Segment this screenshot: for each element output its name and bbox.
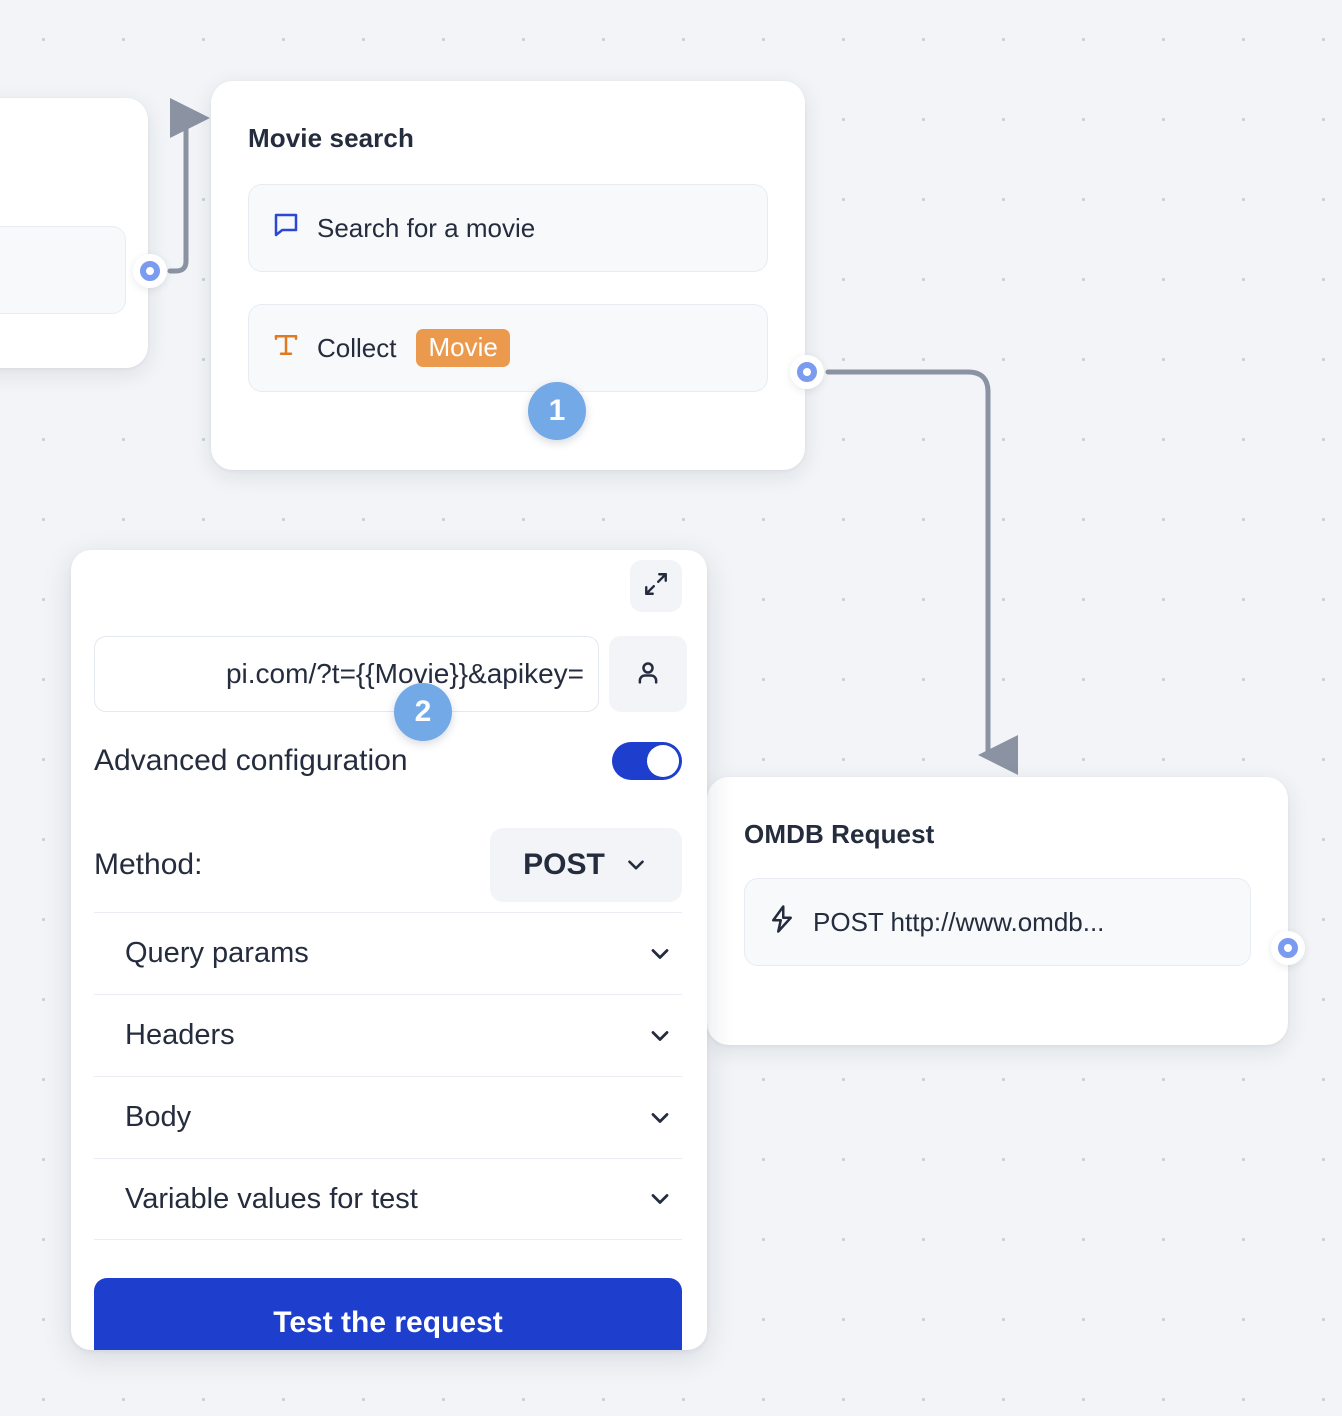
advanced-configuration-label: Advanced configuration <box>94 744 408 777</box>
node-item-label: POST http://www.omdb... <box>813 907 1105 937</box>
callout-badge-2: 2 <box>394 683 452 741</box>
chevron-down-icon[interactable] <box>646 1185 674 1213</box>
partial-node-card[interactable] <box>0 98 148 368</box>
node-item-label: Collect <box>317 333 397 363</box>
section-headers[interactable]: Headers <box>94 994 682 1076</box>
person-icon <box>633 658 663 691</box>
callout-badge-1: 1 <box>528 382 586 440</box>
section-label: Headers <box>125 1019 235 1051</box>
node-item-label: Search for a movie <box>317 213 536 243</box>
test-the-request-button[interactable]: Test the request <box>94 1278 682 1350</box>
omdb-request-node[interactable]: OMDB Request POST http://www.omdb... <box>694 777 1288 1045</box>
movie-search-title: Movie search <box>248 123 414 153</box>
edge-left-to-movie <box>167 98 210 274</box>
section-label: Query params <box>125 937 309 969</box>
expand-panel-button[interactable] <box>630 560 682 612</box>
movie-search-node[interactable]: Movie search Search for a movie Collect <box>211 81 805 470</box>
variable-chip-movie[interactable]: Movie <box>416 329 510 367</box>
port-movie-search-output[interactable] <box>790 355 824 389</box>
chevron-down-icon[interactable] <box>646 1022 674 1050</box>
request-url-input[interactable]: pi.com/?t={{Movie}}&apikey= <box>94 636 599 712</box>
method-selected-value: POST <box>523 848 605 881</box>
section-query-params[interactable]: Query params <box>94 912 682 994</box>
chevron-down-icon[interactable] <box>646 1104 674 1132</box>
config-sections: Query params Headers Body <box>94 912 682 1240</box>
method-label: Method: <box>94 848 203 881</box>
advanced-configuration-toggle[interactable] <box>612 742 682 780</box>
partial-node-item[interactable] <box>0 226 126 314</box>
port-left-node-output[interactable] <box>133 254 167 288</box>
text-t-icon <box>271 330 301 367</box>
expand-diagonal-icon <box>643 571 669 602</box>
chevron-down-icon <box>623 852 649 878</box>
lightning-bolt-icon <box>767 904 797 941</box>
request-config-panel[interactable]: pi.com/?t={{Movie}}&apikey= Advanced con… <box>71 550 707 1350</box>
auth-credentials-button[interactable] <box>609 636 687 712</box>
advanced-configuration-row: Advanced configuration <box>94 742 682 780</box>
method-row: Method: POST <box>94 828 682 902</box>
node-item-post-request[interactable]: POST http://www.omdb... <box>744 878 1251 966</box>
omdb-request-title: OMDB Request <box>744 819 935 849</box>
chevron-down-icon[interactable] <box>646 940 674 968</box>
section-body[interactable]: Body <box>94 1076 682 1158</box>
section-label: Variable values for test <box>125 1182 418 1215</box>
message-bubble-icon <box>271 210 301 247</box>
port-omdb-output[interactable] <box>1271 931 1305 965</box>
section-variable-values-for-test[interactable]: Variable values for test <box>94 1158 682 1240</box>
request-url-value: pi.com/?t={{Movie}}&apikey= <box>225 658 584 689</box>
url-row: pi.com/?t={{Movie}}&apikey= <box>94 636 687 712</box>
toggle-knob <box>647 745 679 777</box>
method-select[interactable]: POST <box>490 828 682 902</box>
section-label: Body <box>125 1101 192 1133</box>
edge-movie-to-omdb <box>825 369 1018 775</box>
node-item-search-for-a-movie[interactable]: Search for a movie <box>248 184 768 272</box>
node-item-collect-movie[interactable]: Collect Movie <box>248 304 768 392</box>
